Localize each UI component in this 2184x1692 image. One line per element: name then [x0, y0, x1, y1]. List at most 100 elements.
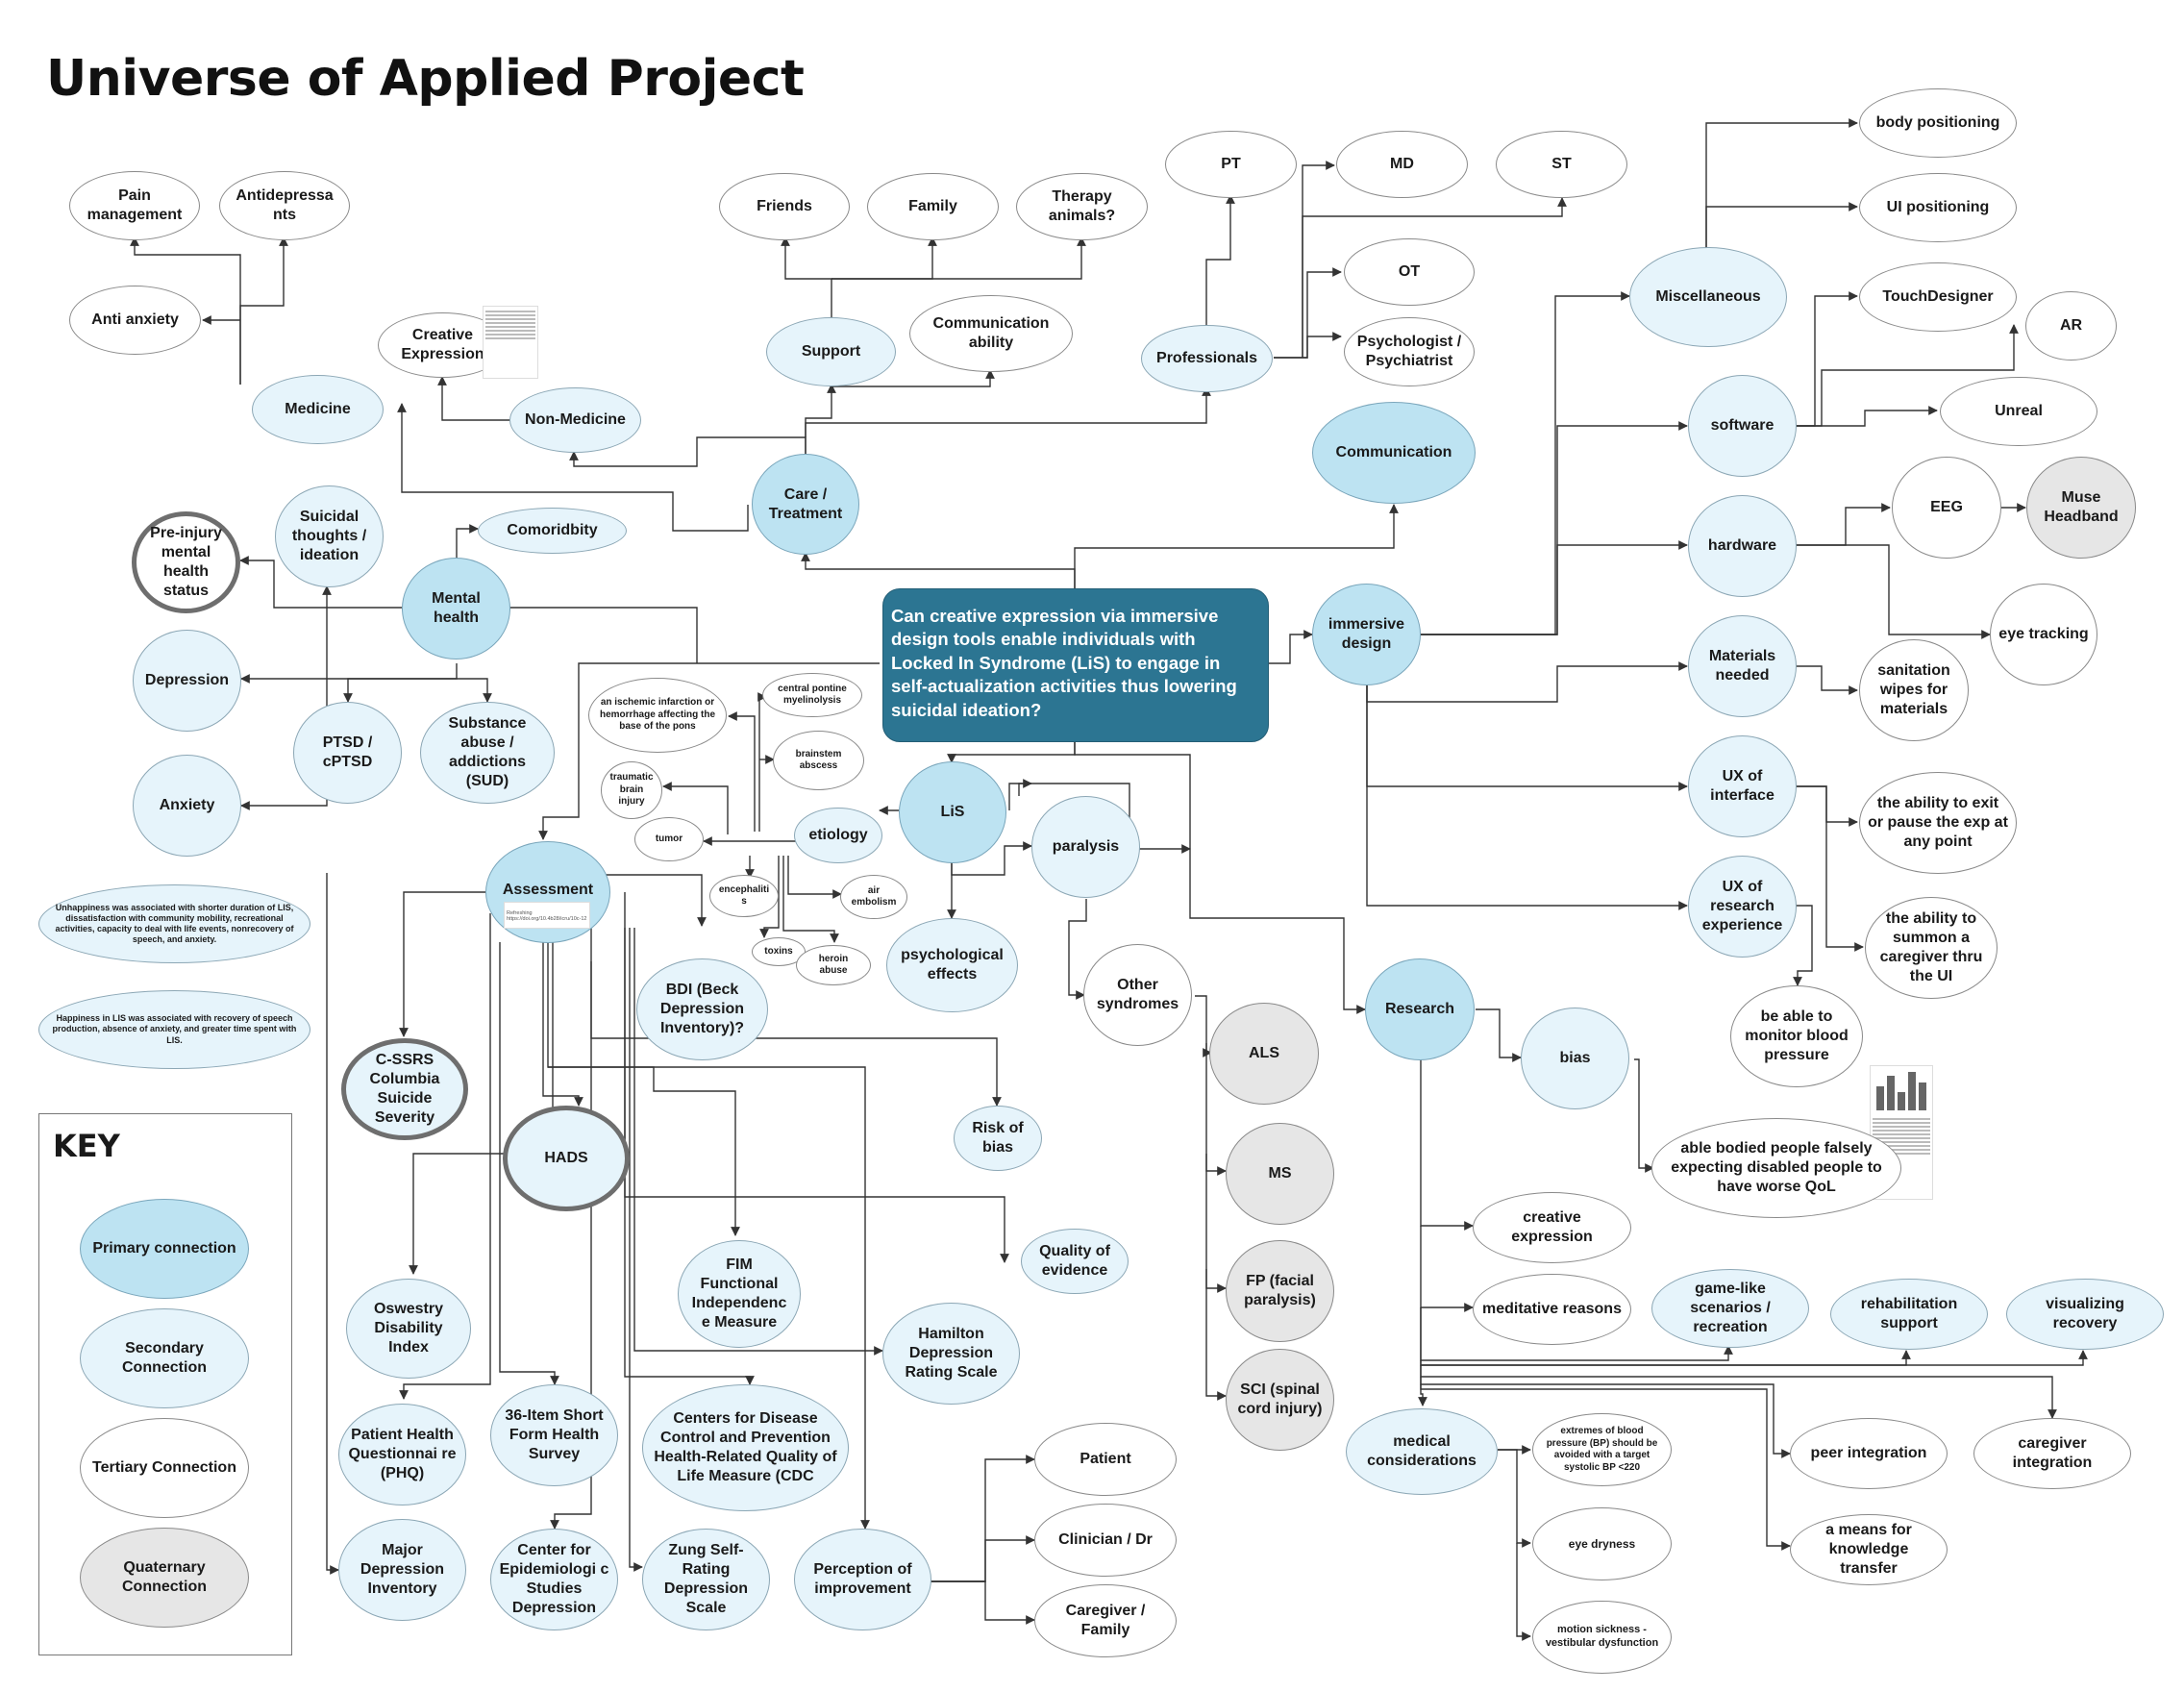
node-peer-integration: peer integration	[1790, 1418, 1948, 1489]
link-ass-fim	[547, 942, 740, 1236]
node-hardware: hardware	[1688, 495, 1797, 597]
node-depression: Depression	[133, 630, 241, 732]
node-ui-positioning: UI positioning	[1859, 173, 2017, 242]
link-ass-cesd	[550, 928, 592, 1530]
node-hamilton: Hamilton Depression Rating Scale	[882, 1303, 1020, 1405]
link-med-eye	[1498, 1449, 1531, 1548]
legend-quaternary: Quaternary Connection	[80, 1528, 249, 1628]
node-quality-of-evidence: Quality of evidence	[1021, 1229, 1129, 1294]
node-encephalitis: encephalitis	[709, 875, 779, 917]
link-misc-ui	[1705, 202, 1858, 248]
node-als: ALS	[1209, 1003, 1319, 1105]
node-able-bodied-bias: able bodied people falsely expecting dis…	[1651, 1118, 1901, 1218]
link-res-meditative	[1420, 1226, 1474, 1312]
link-ass-phq	[399, 913, 491, 1400]
link-other-sci	[1205, 1269, 1227, 1401]
node-ptsd: PTSD / cPTSD	[293, 702, 402, 804]
link-imm-uxint	[1366, 683, 1688, 791]
link-sw-unreal	[1796, 406, 1938, 427]
node-body-positioning: body positioning	[1859, 88, 2017, 158]
link-res-knowledge	[1420, 1384, 1791, 1551]
link-mh-ptsd	[343, 678, 457, 703]
legend-tertiary: Tertiary Connection	[80, 1418, 249, 1518]
legend-primary: Primary connection	[80, 1199, 249, 1299]
link-perc-clinician	[931, 1535, 1035, 1582]
link-mh-anxiety	[240, 608, 328, 810]
link-prof-pt	[1205, 194, 1235, 327]
link-center-mental	[474, 603, 698, 663]
node-clinician: Clinician / Dr	[1034, 1504, 1177, 1577]
node-visualizing-recovery: visualizing recovery	[2006, 1279, 2164, 1350]
link-uxint-summon	[1796, 785, 1864, 952]
link-ass-hads	[542, 942, 583, 1107]
link-misc-body	[1705, 118, 1858, 248]
link-prof-psych	[1274, 332, 1342, 359]
node-phq: Patient Health Questionnai re (PHQ)	[338, 1404, 466, 1505]
link-etio-tbi	[662, 782, 729, 834]
creative-expression-article-thumbnail	[483, 306, 538, 379]
link-mh-sud	[457, 678, 492, 703]
link-mh-comorb	[456, 524, 479, 567]
link-ass-zung	[629, 928, 643, 1572]
link-medicine-antidep	[239, 236, 288, 385]
node-ischemic-infarction: an ischemic infarction or hemorrhage aff…	[588, 678, 727, 753]
assessment-link-preview[interactable]: Refreshing https://doi.org/10.4b28/icru/…	[504, 902, 590, 929]
node-communication-ability: Communication ability	[909, 295, 1073, 372]
node-pain-management: Pain management	[69, 171, 200, 240]
node-fim: FIM Functional Independenc e Measure	[678, 1240, 801, 1348]
link-care-medicine	[397, 403, 749, 532]
node-meditative-reasons: meditative reasons	[1473, 1274, 1631, 1345]
node-therapy-animals: Therapy animals?	[1016, 173, 1148, 240]
link-res-caregiverint	[1420, 1365, 2057, 1419]
link-ass-perception	[548, 1066, 870, 1530]
node-caregiver-family: Caregiver / Family	[1034, 1584, 1177, 1657]
node-lis: LiS	[899, 761, 1006, 863]
node-bias: bias	[1521, 1008, 1629, 1109]
node-medicine: Medicine	[252, 375, 384, 444]
link-mat-wipes	[1796, 665, 1858, 695]
node-rehabilitation-support: rehabilitation support	[1830, 1279, 1988, 1350]
link-center-immersive	[1269, 630, 1313, 664]
node-substance-abuse: Substance abuse / addictions (SUD)	[420, 702, 555, 804]
node-family: Family	[867, 173, 999, 240]
link-center-research	[1074, 742, 1366, 1014]
link-care-nonmed	[569, 436, 807, 467]
node-ms: MS	[1226, 1123, 1334, 1225]
link-res-rehab	[1420, 1350, 1911, 1366]
link-mh-preinjury	[239, 556, 402, 609]
node-professionals: Professionals	[1141, 325, 1273, 392]
node-psychological-effects: psychological effects	[886, 918, 1018, 1012]
note-unhappiness-findings: Unhappiness was associated with shorter …	[38, 884, 310, 963]
node-hads: HADS	[503, 1106, 630, 1211]
node-creative-expression-research: creative expression	[1473, 1192, 1631, 1263]
link-ass-hamilton	[633, 928, 883, 1356]
link-par-other	[1068, 899, 1087, 1000]
link-center-care	[801, 552, 1076, 588]
node-research: Research	[1365, 958, 1475, 1060]
link-etio-pontine	[757, 692, 767, 832]
node-cssrs: C-SSRS Columbia Suicide Severity	[341, 1038, 468, 1140]
node-central-pontine: central pontine myelinolysis	[762, 673, 862, 717]
link-imm-materials	[1366, 661, 1688, 703]
node-major-depression-inventory: Major Depression Inventory	[338, 1519, 466, 1621]
node-monitor-blood-pressure: be able to monitor blood pressure	[1730, 985, 1863, 1087]
node-md: MD	[1336, 131, 1468, 198]
node-caregiver-integration: caregiver integration	[1973, 1418, 2131, 1489]
link-imm-uxres	[1366, 683, 1688, 910]
link-support-friends	[781, 236, 832, 317]
link-med-motion	[1516, 1543, 1531, 1641]
node-care-treatment: Care / Treatment	[752, 454, 859, 555]
node-muse-headband: Muse Headband	[2026, 457, 2136, 559]
node-heroin-abuse: heroin abuse	[796, 945, 871, 985]
link-mh-depression	[240, 663, 458, 684]
link-res-bias	[1476, 1008, 1522, 1062]
link-center-lis	[947, 742, 1076, 763]
node-touchdesigner: TouchDesigner	[1859, 262, 2017, 332]
link-res-game	[1420, 1307, 1733, 1361]
link-uxres-bp	[1793, 905, 1813, 986]
assessment-preview-url[interactable]: https://doi.org/10.4b28/icru/10c-12	[507, 916, 587, 922]
link-hw-eye	[1796, 544, 1991, 639]
node-pt: PT	[1165, 131, 1297, 198]
node-eye-dryness: eye dryness	[1532, 1507, 1672, 1580]
node-ot: OT	[1344, 238, 1475, 306]
